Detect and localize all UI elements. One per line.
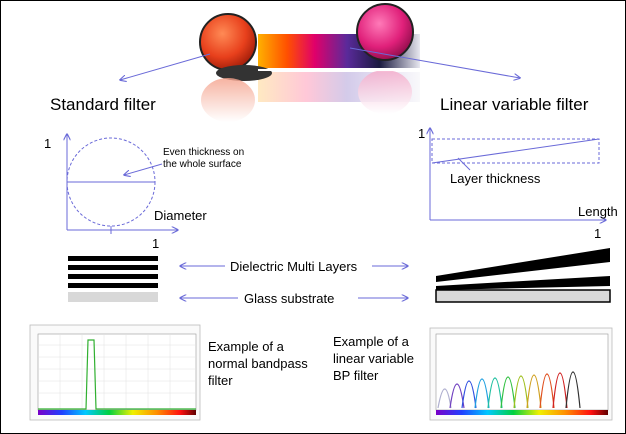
normal-bandpass-chart (30, 325, 200, 420)
diameter-label: Diameter (154, 208, 207, 223)
layer-thickness-pointer (458, 158, 470, 170)
filters-photo (200, 4, 420, 122)
standard-glass (68, 292, 158, 302)
layer-thickness-label: Layer thickness (450, 171, 540, 186)
linear-layers (436, 248, 610, 302)
linear-variable-filter-heading: Linear variable filter (440, 95, 588, 115)
pink-filter-reflection (358, 70, 412, 114)
even-thickness-line1: Even thickness on (163, 147, 244, 159)
pink-filter-disc (357, 4, 413, 60)
standard-layers (68, 256, 158, 302)
annotation-arrow (124, 164, 162, 175)
length-label: Length (578, 204, 618, 219)
thickness-ramp (432, 139, 599, 163)
linear-bp-chart (430, 328, 612, 420)
left-x-axis-one: 1 (152, 236, 159, 251)
linear-glass (436, 290, 610, 302)
red-filter-reflection (201, 78, 255, 122)
even-thickness-line2: the whole surface (163, 159, 241, 171)
right-x-axis-one: 1 (594, 226, 601, 241)
left-y-axis-one: 1 (44, 136, 51, 151)
red-filter-disc (200, 14, 256, 70)
glass-label: Glass substrate (244, 291, 334, 306)
linear-example-label: Example of a linear variable BP filter (333, 333, 425, 384)
right-y-axis-one: 1 (418, 126, 425, 141)
arrow-to-standard (120, 54, 210, 80)
standard-filter-heading: Standard filter (50, 95, 156, 115)
dielectric-label: Dielectric Multi Layers (230, 259, 357, 274)
normal-example-label: Example of a normal bandpass filter (208, 338, 318, 389)
